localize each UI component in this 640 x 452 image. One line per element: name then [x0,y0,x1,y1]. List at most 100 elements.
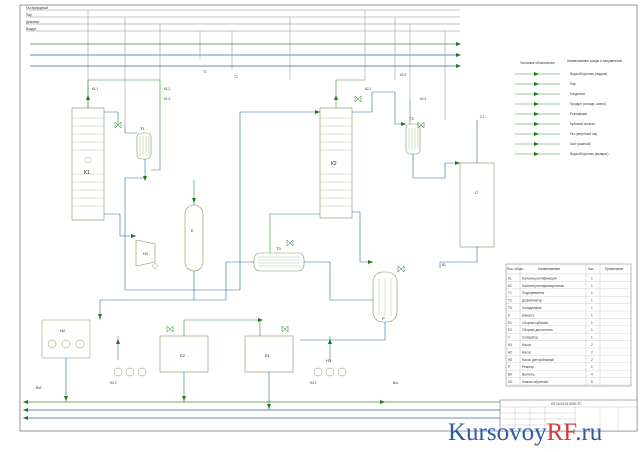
spec-cell: 6 [591,380,593,384]
watermark-tld: .ru [575,419,603,446]
spec-table: Поз. обозн. Наименование Кол. Примечание… [505,263,632,387]
svg-text:Т2: Т2 [234,75,238,79]
header-lines-bottom [23,400,500,420]
spec-cell: Насос центробежный [522,358,554,362]
svg-text:К2.3: К2.3 [420,97,427,101]
legend-row: Пар [570,82,576,86]
spec-cell: Е1 [508,321,512,325]
exchanger-label: Т3 [276,246,281,251]
watermark-logo: KursovoyRF.ru [448,416,638,450]
svg-text:С1: С1 [480,115,484,119]
svg-text:К1.3: К1.3 [164,97,171,101]
spec-cell: Колонна ректификационная [522,284,564,288]
spec-cell: Вентиль [522,373,535,377]
pump-cluster-right-label: Н3 [326,358,332,363]
spec-cell: 1 [591,284,593,288]
vessel-e-label: Е [191,228,194,233]
spec-cell: ВХ [508,373,513,377]
line-label-3: Деминер. [26,20,40,24]
svg-text:Н3.1: Н3.1 [310,381,317,385]
spec-header: Кол. [588,267,594,271]
spec-cell: Реактор [522,365,534,369]
watermark-brand: Kursovoy [448,419,547,446]
legend-row: Вода оборотная (подача) [570,72,607,76]
spec-cell: К2 [508,284,512,288]
spec-cell: 1 [591,365,593,369]
column-k2-label: К2 [331,161,337,167]
legend-row: Продукт (исходн. смесь) [570,102,606,106]
watermark-accent: RF [546,419,576,446]
svg-text:В1: В1 [442,263,446,267]
drawing-frame [19,4,638,432]
legend-title-left: Условные обозначения [520,61,555,65]
pump-n1-label: Н1 [143,251,149,256]
spec-cell: КО [508,380,513,384]
spec-cell: Р [508,365,510,369]
title-block-code: КП 18.03.01.0000 ТС [551,402,582,406]
svg-text:Вх1: Вх1 [393,381,399,385]
legend-row: Газ (инертный газ) [570,132,597,136]
column-k1: К1 [71,107,105,221]
column-k1-label: К1 [84,170,90,176]
spec-cell: Емкость [522,313,535,317]
legend-row: Вода оборотная (возврат) [570,152,608,156]
spec-cell: Т2 [508,299,512,303]
svg-text:К2.2: К2.2 [400,73,407,77]
tag-labels: К1.1 К1.2 К1.3 Т1 Т2 К2.1 К2.2 К2.3 С1 В… [36,70,484,390]
tank-e1-label: Е1 [265,353,271,358]
separator-label: С [475,190,478,195]
pump-cluster-left: Н2 [41,319,91,359]
spec-header: Наименование [538,267,560,271]
spec-cell: Насос [522,343,531,347]
spec-cell: Т1 [508,291,512,295]
spec-cell: 1 [591,336,593,340]
svg-text:К1.1: К1.1 [92,87,99,91]
pump-n1: Н1 [135,239,158,269]
spec-header: Поз. обозн. [507,267,524,271]
heater-t2-label: Т2 [409,116,414,121]
tank-e2: Е2 [159,335,209,373]
spec-cell: 1 [591,299,593,303]
legend-row: Конденсат [570,92,586,96]
reactor-label: Р [382,316,385,321]
spec-cell: Сборник дистиллята [522,328,553,332]
spec-cell: Клапан обратный [522,380,548,384]
spec-cell: Н1 [508,343,512,347]
spec-cell: Насос [522,350,531,354]
separator-c: С [459,162,495,248]
spec-cell: 1 [591,291,593,295]
reactor-p: Р [372,271,398,323]
pump-cluster-left-label: Н2 [60,328,66,333]
spec-cell: Е [508,313,510,317]
spec-cell: К1 [508,276,512,280]
pump-cluster-right: Н3 [313,358,347,377]
line-label-2: Пар [26,13,32,17]
legend-row: Ректификат [570,112,588,116]
spec-cell: Н3 [508,358,512,362]
spec-cell: 1 [591,306,593,310]
svg-text:К1.2: К1.2 [164,87,171,91]
pipelines-water [65,91,478,410]
title-block: КП 18.03.01.0000 ТС [499,399,638,432]
svg-text:Т1: Т1 [203,70,207,74]
spec-cell: С [508,336,511,340]
spec-cell: 1 [591,328,593,332]
utility-lines-top [26,9,460,32]
spec-cell: Е2 [508,328,512,332]
legend-row: Азот (сжатый) [570,142,591,146]
spec-cell: 1 [591,321,593,325]
spec-cell: 4 [591,373,593,377]
legend: Условные обозначения Наименование среды … [515,59,622,156]
spec-cell: 2 [591,358,593,362]
spec-cell: Н2 [508,350,512,354]
spec-cell: Сборник кубовый [522,321,548,325]
spec-cell: 2 [591,350,593,354]
spec-cell: Дефлегматор [522,299,542,303]
header-lines [30,42,461,68]
spec-cell: Т3 [508,306,512,310]
tank-e1: Е1 [244,335,294,373]
heater-t1-label: Т1 [140,126,145,131]
spec-cell: 1 [591,276,593,280]
